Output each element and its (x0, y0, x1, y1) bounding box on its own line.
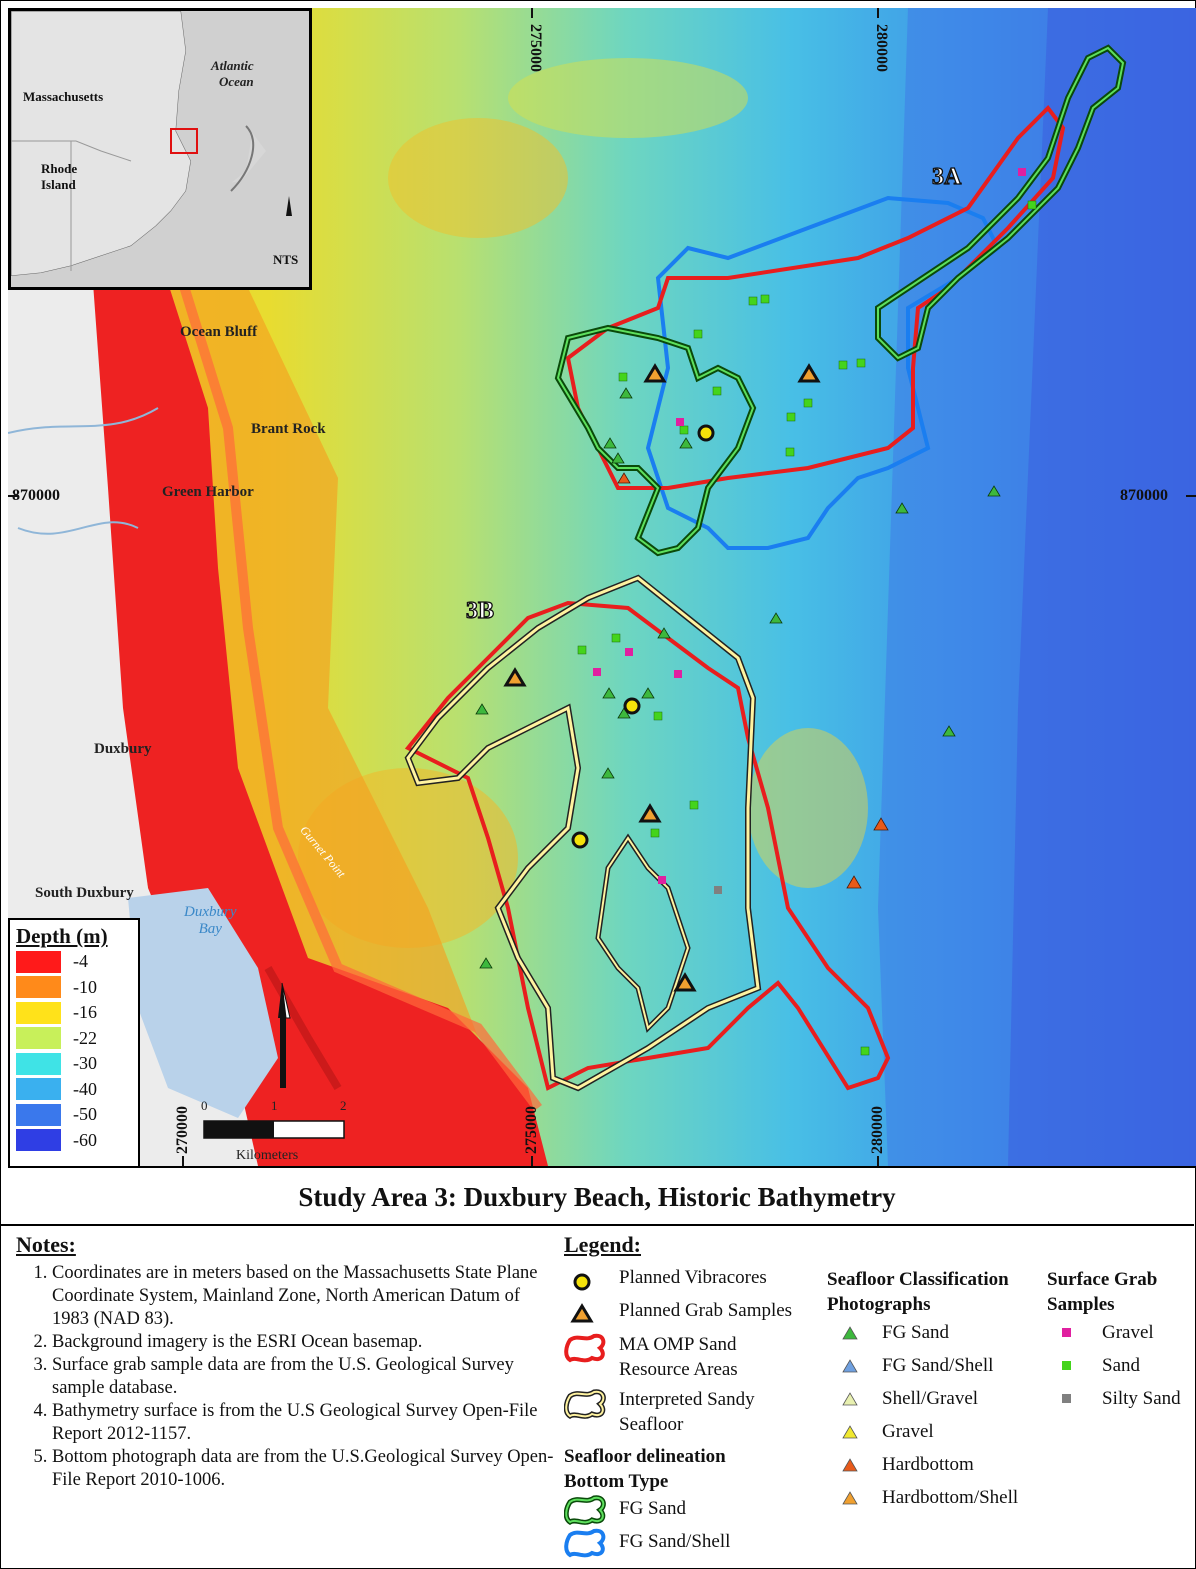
depth-label: -40 (73, 1078, 97, 1099)
grab-sample-symbol-icon (570, 1303, 594, 1323)
notes-title: Notes: (16, 1232, 76, 1257)
area-label-3b: 3B (465, 597, 495, 624)
legend-vibracores: Planned Vibracores (619, 1267, 767, 1288)
grid-y-right-870000: 870000 (1120, 487, 1168, 504)
note-item: Surface grab sample data are from the U.… (52, 1354, 556, 1400)
photo-legend-label: Shell/Gravel (882, 1388, 979, 1409)
depth-label: -50 (73, 1104, 97, 1125)
photo-legend-label: Hardbottom/Shell (882, 1487, 1019, 1508)
photo-legend-label: FG Sand (882, 1322, 950, 1343)
depth-swatch (16, 1078, 61, 1101)
inset-label-rhode-island: Rhode Island (41, 161, 78, 192)
depth-label: -10 (73, 976, 97, 997)
place-south-duxbury: South Duxbury (35, 885, 134, 901)
depth-label: -22 (73, 1027, 97, 1048)
omp-area-symbol-icon (564, 1333, 606, 1363)
photo-legend-label: Hardbottom (882, 1454, 974, 1475)
photo-legend-label: Gravel (882, 1421, 934, 1442)
depth-label: -30 (73, 1053, 97, 1074)
grid-y-left-870000: 870000 (12, 487, 60, 504)
sandy-seafloor-symbol-icon (564, 1389, 606, 1420)
place-duxbury: Duxbury (94, 741, 152, 757)
legend-title: Legend: (564, 1232, 641, 1257)
legend-fg-sand-shell: FG Sand/Shell (619, 1531, 731, 1552)
legend-section: Legend: Planned Vibracores Planned Grab … (564, 1232, 1194, 1566)
grab-sample-square-icon (1062, 1328, 1071, 1337)
depth-legend-row: -50 (10, 1102, 138, 1128)
grab-legend-label: Sand (1102, 1355, 1140, 1376)
inset-label-massachusetts: Massachusetts (23, 89, 104, 104)
depth-label: -60 (73, 1129, 97, 1150)
locator-inset-map: Atlantic Ocean Massachusetts Rhode Islan… (8, 8, 312, 290)
map-title: Study Area 3: Duxbury Beach, Historic Ba… (298, 1182, 896, 1212)
inset-label-atlantic: Atlantic Ocean (211, 58, 254, 89)
place-ocean-bluff: Ocean Bluff (180, 324, 258, 340)
scale-tick-1: 1 (271, 1098, 278, 1113)
legend-omp-areas: MA OMP Sand Resource Areas (619, 1334, 738, 1380)
depth-swatch (16, 1103, 61, 1126)
grid-x-bottom-280000: 280000 (869, 1106, 886, 1154)
legend-grab-heading: Surface Grab Samples (1047, 1269, 1158, 1315)
photo-triangle-icon (842, 1491, 858, 1505)
grab-sample-square-icon (1062, 1361, 1071, 1370)
note-item: Coordinates are in meters based on the M… (52, 1262, 556, 1331)
place-duxbury-bay: Duxbury Bay (184, 904, 237, 937)
grid-x-top-280000: 280000 (873, 24, 890, 72)
legend-planned-grab: Planned Grab Samples (619, 1300, 793, 1321)
legend-delineation-heading: Seafloor delineation Bottom Type (564, 1446, 726, 1492)
photo-triangle-icon (842, 1326, 858, 1340)
depth-legend-row: -30 (10, 1051, 138, 1077)
photo-triangle-icon (842, 1425, 858, 1439)
depth-legend-row: -16 (10, 1000, 138, 1026)
photo-triangle-icon (842, 1458, 858, 1472)
grab-sample-square-icon (1062, 1394, 1071, 1403)
place-green-harbor: Green Harbor (162, 484, 254, 500)
area-label-3a: 3A (931, 163, 962, 190)
photo-triangle-icon (842, 1359, 858, 1373)
depth-swatch (16, 1052, 61, 1075)
note-item: Bathymetry surface is from the U.S Geolo… (52, 1400, 556, 1446)
photo-legend-label: FG Sand/Shell (882, 1355, 994, 1376)
fg-sand-symbol-icon (564, 1495, 606, 1526)
depth-legend-row: -4 (10, 949, 138, 975)
place-brant-rock: Brant Rock (251, 421, 326, 437)
depth-legend-row: -10 (10, 975, 138, 1001)
scale-unit: Kilometers (236, 1148, 299, 1163)
map-title-bar: Study Area 3: Duxbury Beach, Historic Ba… (0, 1168, 1194, 1226)
depth-swatch (16, 976, 61, 999)
grid-x-bottom-270000: 270000 (174, 1106, 191, 1154)
depth-legend-row: -40 (10, 1077, 138, 1103)
note-item: Background imagery is the ESRI Ocean bas… (52, 1331, 556, 1354)
depth-legend-row: -22 (10, 1026, 138, 1052)
scale-tick-2: 2 (340, 1098, 347, 1113)
grid-x-top-275000: 275000 (527, 24, 544, 72)
depth-swatch (16, 950, 61, 973)
fg-sand-shell-symbol-icon (564, 1528, 606, 1558)
grid-x-bottom-275000: 275000 (523, 1106, 540, 1154)
grab-legend-label: Silty Sand (1102, 1388, 1181, 1409)
notes-section: Notes: Coordinates are in meters based o… (16, 1232, 556, 1492)
depth-legend: Depth (m) -4 -10 -16 -22 -30 -40 -50 -60 (8, 918, 140, 1168)
photo-triangle-icon (842, 1392, 858, 1406)
legend-photos-heading: Seafloor Classification Photographs (827, 1269, 1009, 1315)
grab-legend-label: Gravel (1102, 1322, 1154, 1343)
depth-label: -4 (73, 951, 88, 972)
depth-legend-title: Depth (m) (16, 924, 108, 948)
depth-legend-row: -60 (10, 1128, 138, 1154)
depth-swatch (16, 1001, 61, 1024)
legend-sandy-seafloor: Interpreted Sandy Seafloor (619, 1389, 755, 1435)
depth-swatch (16, 1129, 61, 1152)
vibracore-symbol-icon (573, 1273, 591, 1291)
scale-tick-0: 0 (201, 1098, 208, 1113)
legend-fg-sand: FG Sand (619, 1498, 687, 1519)
note-item: Bottom photograph data are from the U.S.… (52, 1446, 556, 1492)
bathymetry-map[interactable]: Ocean Bluff Brant Rock Green Harbor Duxb… (8, 8, 1196, 1168)
inset-label-nts: NTS (273, 252, 299, 267)
depth-label: -16 (73, 1002, 97, 1023)
depth-swatch (16, 1027, 61, 1050)
